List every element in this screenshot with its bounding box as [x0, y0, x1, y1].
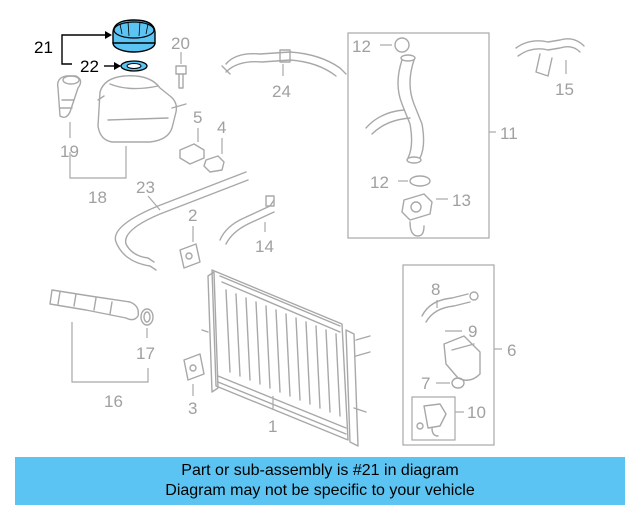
group-box-11	[347, 32, 490, 239]
part-15-hose	[515, 38, 585, 77]
callout-24: 24	[272, 82, 291, 101]
part-21-reservoir-cap[interactable]	[112, 19, 156, 53]
arrowhead-22	[114, 62, 121, 70]
part-12-clamp-top	[394, 37, 410, 53]
banner-line-1: Part or sub-assembly is #21 in diagram	[181, 462, 459, 479]
callout-8: 8	[431, 280, 440, 299]
leader-21	[61, 34, 110, 45]
part-11-hose-assembly	[365, 54, 425, 164]
callout-12a: 12	[352, 37, 371, 56]
callout-23: 23	[136, 178, 155, 197]
callout-11: 11	[500, 124, 518, 143]
callout-3: 3	[188, 399, 197, 418]
callout-19: 19	[60, 142, 79, 161]
callout-9: 9	[468, 322, 477, 341]
callout-18: 18	[88, 188, 107, 207]
callout-13: 13	[452, 191, 471, 210]
part-19-hose	[56, 75, 82, 119]
group-box-10	[411, 396, 456, 441]
part-1-radiator	[201, 269, 371, 447]
part-20-bolt	[175, 65, 187, 89]
part-22-cap-gasket[interactable]	[120, 60, 148, 72]
callout-2: 2	[188, 206, 197, 225]
banner-line-2: Diagram may not be specific to your vehi…	[165, 482, 475, 499]
callout-10: 10	[467, 403, 486, 422]
callout-1: 1	[268, 417, 277, 436]
arrowhead-21	[105, 31, 112, 39]
part-10-flange	[416, 403, 447, 437]
part-5-sensor	[179, 143, 205, 165]
leader-23	[147, 195, 161, 211]
callout-14: 14	[255, 237, 274, 256]
callout-16: 16	[104, 392, 123, 411]
part-23-hose	[114, 171, 249, 271]
part-17-o-ring	[140, 308, 154, 326]
part-14-hose	[219, 195, 275, 245]
part-4-sensor	[203, 155, 225, 173]
callout-22: 22	[80, 57, 99, 76]
part-12-clamp-bottom	[409, 175, 431, 187]
leader-18	[69, 146, 127, 179]
part-24-hose	[221, 49, 347, 77]
leader-22	[61, 45, 72, 65]
callout-17: 17	[136, 344, 155, 363]
group-box-6	[402, 264, 495, 446]
info-banner: Part or sub-assembly is #21 in diagram D…	[15, 457, 625, 505]
leader-16	[71, 322, 149, 383]
callout-4: 4	[217, 118, 226, 137]
part-13-flange	[401, 193, 433, 237]
callout-6: 6	[507, 341, 516, 360]
part-3-bracket	[183, 353, 205, 381]
part-7-o-ring	[451, 377, 465, 389]
callout-20: 20	[171, 34, 190, 53]
callout-7: 7	[421, 374, 430, 393]
part-16-pipe	[49, 289, 140, 321]
callout-12b: 12	[370, 173, 389, 192]
callout-15: 15	[555, 80, 574, 99]
callout-5: 5	[193, 108, 202, 127]
callout-21: 21	[34, 38, 53, 57]
part-18-expansion-tank	[97, 75, 187, 143]
part-2-bracket	[179, 243, 201, 269]
